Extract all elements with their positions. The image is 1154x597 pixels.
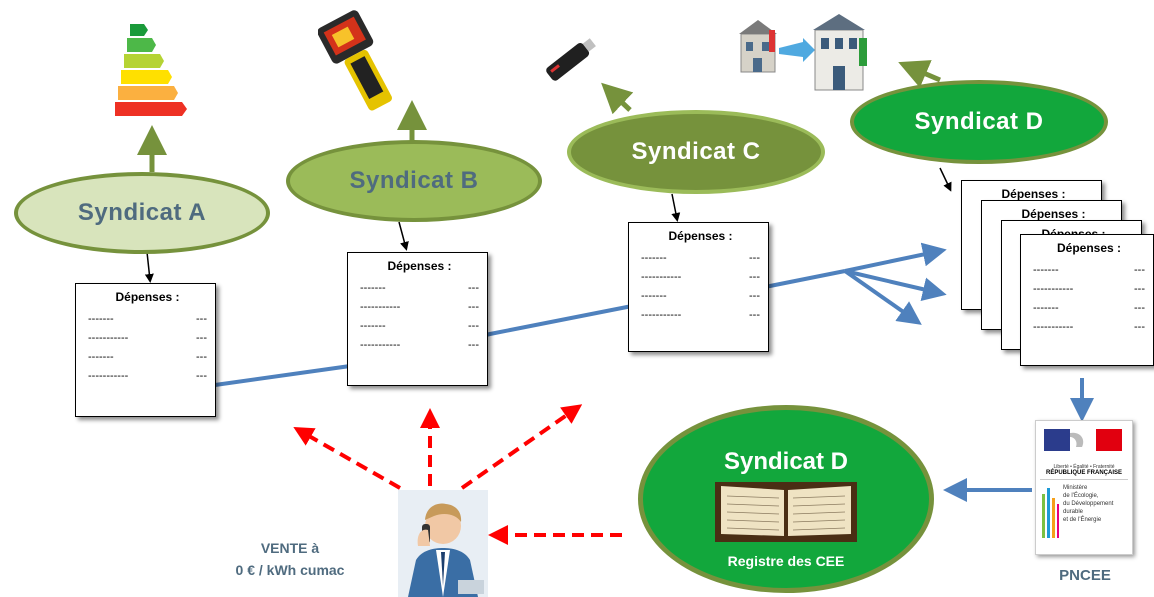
expense-row: ---------- bbox=[1033, 302, 1145, 314]
expense-doc-title: Dépenses : bbox=[1001, 187, 1066, 201]
expense-row: -------------- bbox=[1033, 321, 1145, 333]
building-renovation-icon bbox=[739, 14, 867, 91]
expense-row: -------------- bbox=[1033, 283, 1145, 295]
ministry-bars-icon bbox=[1042, 488, 1059, 538]
marianne-icon bbox=[1044, 429, 1122, 451]
flow-arrow-1 bbox=[844, 242, 947, 273]
expense-doc-c: Dépenses : ---------- -------------- ---… bbox=[628, 222, 769, 352]
expense-row: -------------- bbox=[88, 370, 207, 382]
syndicat-c: Syndicat C bbox=[567, 110, 825, 194]
syndicat-d-label: Syndicat D bbox=[914, 108, 1044, 135]
arrow-a-doc bbox=[144, 251, 154, 283]
expense-doc-d-4: Dépenses : ---------- -------------- ---… bbox=[1020, 234, 1154, 366]
arrow-d-doc bbox=[939, 167, 952, 192]
republique-motto: Liberté • Égalité • Fraternité bbox=[1053, 464, 1115, 470]
expense-row: ---------- bbox=[360, 282, 479, 294]
registry-title: Syndicat D bbox=[723, 448, 849, 475]
thermal-camera-icon bbox=[318, 10, 392, 111]
flow-arrow-3 bbox=[843, 269, 922, 325]
arrow-b-doc bbox=[398, 221, 409, 251]
pncee-label: PNCEE bbox=[1059, 567, 1111, 584]
ministry-line: durable bbox=[1063, 509, 1084, 515]
ministry-line: de l'Écologie, bbox=[1063, 493, 1099, 499]
expense-row: -------------- bbox=[360, 339, 479, 351]
sale-label: VENTE à 0 € / kWh cumac bbox=[190, 537, 390, 581]
sale-line-1: VENTE à bbox=[260, 540, 320, 556]
registry-subtitle: Registre des CEE bbox=[727, 553, 845, 569]
businessman-phone-icon bbox=[398, 490, 488, 597]
syndicat-c-label: Syndicat C bbox=[631, 138, 761, 165]
republique-label: RÉPUBLIQUE FRANÇAISE bbox=[1040, 470, 1128, 480]
expense-row: ---------- bbox=[641, 290, 760, 302]
expense-row: ---------- bbox=[360, 320, 479, 332]
up-arrow-d bbox=[898, 60, 941, 88]
expense-doc-title: Dépenses : bbox=[668, 229, 733, 243]
syndicat-a-label: Syndicat A bbox=[77, 199, 207, 226]
expense-row: ---------- bbox=[88, 351, 207, 363]
expense-doc-title: Dépenses : bbox=[387, 259, 452, 273]
expense-doc-a: Dépenses : ---------- -------------- ---… bbox=[75, 283, 216, 417]
ministry-line: Ministère bbox=[1063, 485, 1088, 491]
data-logger-icon bbox=[546, 38, 596, 81]
ministry-line: et de l'Énergie bbox=[1063, 517, 1102, 523]
syndicat-b: Syndicat B bbox=[286, 140, 542, 222]
expense-row: -------------- bbox=[641, 271, 760, 283]
expense-row: -------------- bbox=[360, 301, 479, 313]
expense-doc-title: Dépenses : bbox=[1056, 241, 1122, 255]
syndicat-d-registry: Syndicat D Registre des CEE bbox=[638, 405, 934, 593]
syndicat-b-label: Syndicat B bbox=[349, 167, 479, 194]
expense-doc-title: Dépenses : bbox=[1021, 207, 1086, 221]
syndicat-a: Syndicat A bbox=[14, 172, 270, 254]
arrow-c-doc bbox=[671, 193, 681, 222]
pncee-logo: Liberté • Égalité • Fraternité RÉPUBLIQU… bbox=[1035, 420, 1133, 555]
expense-doc-title: Dépenses : bbox=[115, 290, 180, 304]
syndicat-d: Syndicat D bbox=[850, 80, 1108, 164]
expense-row: ---------- bbox=[1033, 264, 1145, 276]
sale-line-2: 0 € / kWh cumac bbox=[235, 562, 345, 578]
expense-row: ---------- bbox=[641, 252, 760, 264]
ministry-line: du Développement bbox=[1063, 501, 1114, 507]
flow-arrow-2 bbox=[844, 269, 947, 301]
sale-arrow-right bbox=[460, 404, 583, 490]
up-arrow-c bbox=[601, 82, 634, 115]
expense-row: -------------- bbox=[641, 309, 760, 321]
sale-arrow-left bbox=[293, 427, 401, 490]
ledger-book-icon bbox=[715, 482, 857, 542]
expense-row: -------------- bbox=[88, 332, 207, 344]
flow-line bbox=[214, 269, 846, 387]
energy-label-icon bbox=[115, 24, 187, 116]
expense-doc-b: Dépenses : ---------- -------------- ---… bbox=[347, 252, 488, 386]
expense-row: ---------- bbox=[88, 313, 207, 325]
